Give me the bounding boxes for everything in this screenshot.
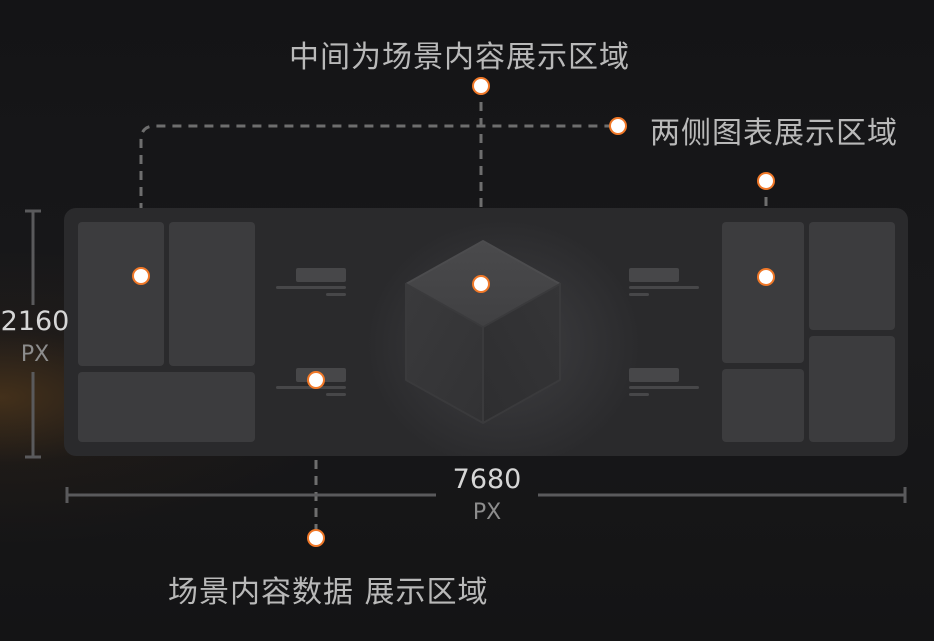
callout-dot-data-bottom (307, 529, 325, 547)
left-data-line-1b (326, 293, 346, 296)
callout-dot-center-top (472, 77, 490, 95)
callout-dot-data-area (307, 371, 325, 389)
left-data-line-2b (326, 393, 346, 396)
right-data-tag-2 (629, 368, 679, 382)
right-data-line-1 (629, 286, 699, 289)
width-unit: PX (472, 500, 502, 525)
width-value: 7680 (452, 464, 522, 495)
left-panel-1 (78, 222, 164, 366)
connector-left-panel (139, 124, 618, 276)
left-panel-3 (78, 372, 255, 442)
height-value: 2160 (0, 306, 70, 337)
left-panel-2 (169, 222, 255, 366)
right-panel-2 (809, 222, 895, 330)
data-area-label: 场景内容数据 展示区域 (168, 575, 489, 610)
right-panel-1 (722, 222, 804, 363)
right-panel-3 (722, 369, 804, 442)
right-data-tag-1 (629, 268, 679, 282)
sides-area-label: 两侧图表展示区域 (650, 116, 898, 151)
height-unit: PX (20, 342, 50, 367)
callout-dot-right-panel (757, 268, 775, 286)
callout-dot-center-cube (472, 275, 490, 293)
height-dimension-line (25, 209, 41, 459)
right-panel-4 (809, 336, 895, 442)
center-area-label: 中间为场景内容展示区域 (289, 40, 630, 75)
left-data-tag-1 (296, 268, 346, 282)
right-data-line-2 (629, 386, 699, 389)
left-data-line-1 (276, 286, 346, 289)
width-dimension-line (65, 487, 907, 503)
callout-dot-right-top (757, 172, 775, 190)
callout-dot-sides-label (609, 117, 627, 135)
callout-dot-left-panel (132, 267, 150, 285)
right-data-line-2b (629, 393, 649, 396)
right-data-line-1b (629, 293, 649, 296)
